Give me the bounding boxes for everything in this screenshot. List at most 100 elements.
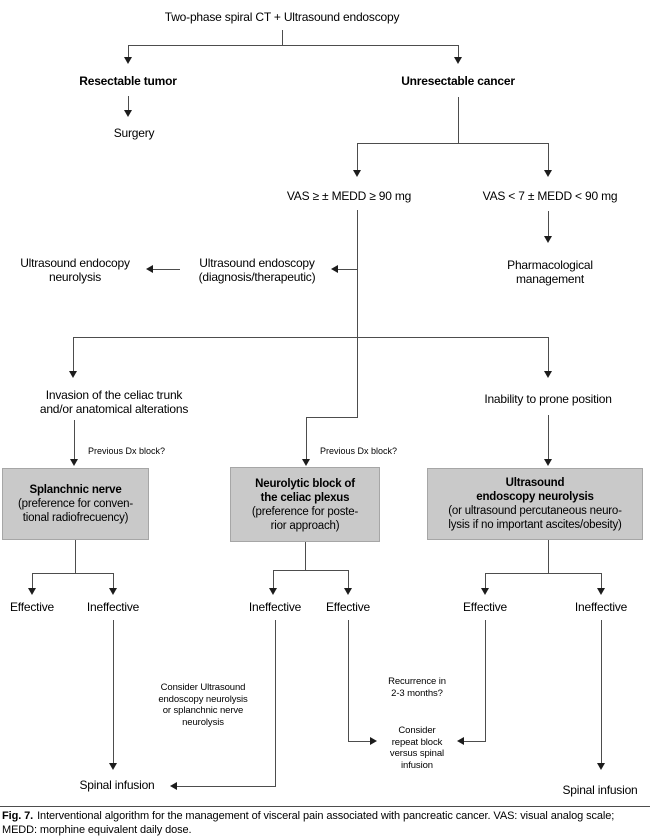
box-splanchnic-sub: (preference for conven- tional radiofrec… — [18, 498, 133, 524]
connector-line — [273, 570, 349, 571]
connector-line — [113, 573, 114, 588]
connector-line — [305, 542, 306, 570]
connector-line — [128, 45, 459, 46]
connector-line — [75, 540, 76, 573]
node-inability-prone-position: Inability to prone position — [484, 392, 612, 406]
connector-line — [282, 30, 283, 45]
arrowhead — [70, 459, 78, 466]
connector-line — [338, 269, 357, 270]
arrowhead — [481, 588, 489, 595]
figure-number: Fig. 7. — [2, 810, 34, 822]
arrowhead — [544, 371, 552, 378]
connector-line — [32, 573, 33, 588]
arrowhead — [170, 782, 177, 790]
connector-line — [458, 97, 459, 143]
label-consider-repeat-block: Consider repeat block versus spinal infu… — [389, 725, 445, 771]
outcome-left-effective: Effective — [9, 600, 54, 614]
connector-line — [275, 620, 276, 787]
box-us-endoscopy-neurolysis: Ultrasound endoscopy neurolysis (or ultr… — [427, 468, 643, 540]
figure-caption: Fig. 7.Interventional algorithm for the … — [2, 810, 648, 837]
box-neurolytic-sub: (preference for poste- rior approach) — [251, 505, 359, 532]
arrowhead — [69, 371, 77, 378]
arrowhead — [370, 737, 377, 745]
outcome-right-effective: Effective — [462, 600, 507, 614]
connector-line — [357, 143, 358, 170]
label-recurrence: Recurrence in 2-3 months? — [388, 676, 446, 699]
caption-divider — [0, 806, 650, 807]
label-previous-dx-block-mid: Previous Dx block? — [320, 446, 398, 456]
outcome-right-ineffective: Ineffective — [574, 600, 628, 614]
arrowhead — [146, 265, 153, 273]
connector-line — [177, 786, 276, 787]
box-us-neurolysis-title: Ultrasound endoscopy neurolysis — [476, 477, 594, 503]
arrowhead — [597, 763, 605, 770]
node-unresectable-cancer: Unresectable cancer — [401, 74, 515, 88]
node-vas-low: VAS < 7 ± MEDD < 90 mg — [482, 189, 618, 203]
node-spinal-infusion-right: Spinal infusion — [562, 783, 638, 797]
connector-line — [548, 337, 549, 371]
arrowhead — [353, 170, 361, 177]
box-us-neurolysis-sub: (or ultrasound percutaneous neuro- lysis… — [448, 505, 622, 531]
box-splanchnic-title: Splanchnic nerve — [29, 484, 122, 496]
node-invasion-celiac-trunk: Invasion of the celiac trunk and/or anat… — [39, 388, 189, 416]
arrowhead — [302, 459, 310, 466]
connector-line — [73, 337, 549, 338]
connector-line — [128, 96, 129, 110]
figure-caption-text: Interventional algorithm for the managem… — [2, 810, 615, 836]
node-spinal-infusion-left: Spinal infusion — [79, 778, 155, 792]
connector-line — [485, 620, 486, 742]
node-surgery: Surgery — [113, 126, 155, 140]
connector-line — [273, 570, 274, 588]
arrowhead — [544, 459, 552, 466]
outcome-mid-ineffective: Ineffective — [248, 600, 302, 614]
arrowhead — [344, 588, 352, 595]
connector-line — [485, 573, 486, 588]
arrowhead — [457, 737, 464, 745]
node-title: Two-phase spiral CT + Ultrasound endosco… — [164, 10, 400, 24]
node-us-endoscopy-diagnostic: Ultrasound endoscopy (diagnosis/therapeu… — [198, 256, 316, 284]
node-pharmacological-management: Pharmacological management — [507, 258, 593, 286]
connector-line — [32, 573, 114, 574]
arrowhead — [28, 588, 36, 595]
connector-line — [601, 620, 602, 763]
node-vas-high: VAS ≥ ± MEDD ≥ 90 mg — [286, 189, 412, 203]
connector-line — [464, 741, 486, 742]
connector-line — [128, 45, 129, 58]
node-us-endocopy-neurolysis: Ultrasound endocopy neurolysis — [20, 256, 130, 284]
arrowhead — [331, 265, 338, 273]
connector-line — [306, 417, 358, 418]
connector-line — [306, 417, 307, 459]
connector-line — [74, 420, 75, 459]
outcome-left-ineffective: Ineffective — [86, 600, 140, 614]
outcome-mid-effective: Effective — [325, 600, 370, 614]
connector-line — [73, 337, 74, 371]
label-consider-us-neurolysis: Consider Ultrasound endoscopy neurolysis… — [158, 682, 248, 728]
arrowhead — [597, 588, 605, 595]
arrowhead — [269, 588, 277, 595]
connector-line — [485, 573, 602, 574]
connector-line — [601, 573, 602, 588]
connector-line — [153, 269, 180, 270]
connector-line — [458, 45, 459, 58]
connector-line — [548, 415, 549, 459]
connector-line — [357, 210, 358, 417]
connector-line — [357, 143, 549, 144]
box-splanchnic-nerve: Splanchnic nerve (preference for conven-… — [2, 468, 149, 540]
connector-line — [348, 741, 370, 742]
arrowhead — [454, 57, 462, 64]
connector-line — [548, 211, 549, 236]
connector-line — [548, 143, 549, 170]
box-neurolytic-title: Neurolytic block of the celiac plexus — [255, 477, 355, 504]
connector-line — [113, 620, 114, 763]
arrowhead — [544, 236, 552, 243]
connector-line — [548, 540, 549, 573]
arrowhead — [109, 763, 117, 770]
connector-line — [348, 620, 349, 741]
connector-line — [348, 570, 349, 588]
node-resectable-tumor: Resectable tumor — [79, 74, 177, 88]
label-previous-dx-block-left: Previous Dx block? — [88, 446, 166, 456]
arrowhead — [109, 588, 117, 595]
arrowhead — [124, 110, 132, 117]
arrowhead — [124, 57, 132, 64]
